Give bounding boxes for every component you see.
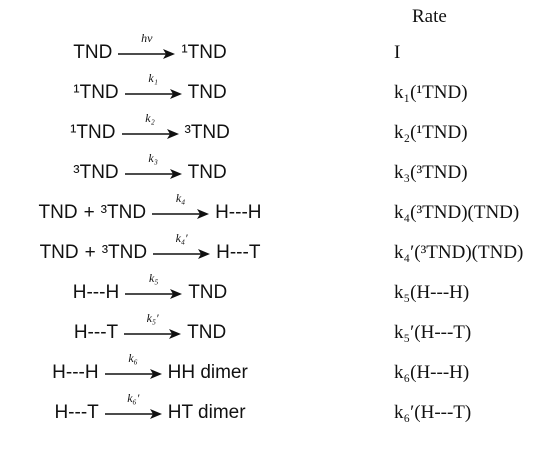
product: TND (188, 282, 228, 303)
plus-sign: + (84, 242, 96, 263)
plus-sign: + (83, 202, 95, 223)
reactant: ³TND (100, 202, 147, 223)
reaction-equation: H---H k₆ HH dimer (0, 351, 300, 384)
arrow-icon (104, 409, 162, 419)
reaction-row: TND+³TND k₄ H---H k₄(³TND)(TND) (0, 188, 545, 228)
reaction-arrow: k₃ (124, 151, 182, 180)
reactant: TND (73, 42, 113, 63)
rate-expression: k₆(H---H) (394, 362, 470, 383)
reaction-row: H---T k₅′ TND k₅′(H---T) (0, 308, 545, 348)
rate-expression: k₁(¹TND) (394, 82, 468, 103)
reactant: ³TND (73, 162, 119, 183)
rate-expression: k₆′(H---T) (394, 402, 472, 423)
reactant: H---H (72, 282, 120, 303)
product: ¹TND (181, 42, 227, 63)
product: HH dimer (167, 362, 248, 383)
reaction-equation: ¹TND k₁ TND (0, 71, 300, 104)
arrow-icon (124, 329, 182, 339)
reactant: ¹TND (73, 82, 119, 103)
rate-expression: k₄(³TND)(TND) (394, 202, 520, 223)
arrow-icon (153, 249, 211, 259)
reaction-equation: H---T k₅′ TND (0, 311, 300, 344)
rate-constant-label: k₄′ (175, 231, 188, 245)
rate-constant-label: k₆′ (127, 391, 140, 405)
reaction-arrow: k₅′ (124, 311, 182, 340)
arrow-icon (104, 369, 162, 379)
rate-constant-label: k₅ (148, 271, 159, 285)
reactant: TND (38, 202, 78, 223)
reaction-row: ¹TND k₂ ³TND k₂(¹TND) (0, 108, 545, 148)
reaction-row: ¹TND k₁ TND k₁(¹TND) (0, 68, 545, 108)
reaction-equation: H---T k₆′ HT dimer (0, 391, 300, 424)
reaction-equation: H---H k₅ TND (0, 271, 300, 304)
reactant: TND (39, 242, 79, 263)
reaction-arrow: k₅ (125, 271, 183, 300)
arrow-icon (125, 289, 183, 299)
rate-constant-label: k₄ (175, 191, 186, 205)
arrow-icon (124, 169, 182, 179)
reaction-arrow: k₄ (152, 191, 210, 220)
reactant: ¹TND (70, 122, 116, 143)
reaction-equation: TND hν ¹TND (0, 31, 300, 64)
rate-expression: k₅(H---H) (394, 282, 470, 303)
reaction-row: TND hν ¹TND I (0, 28, 545, 68)
reaction-equation: ³TND k₃ TND (0, 151, 300, 184)
reaction-equation: ¹TND k₂ ³TND (0, 111, 300, 144)
reaction-arrow: k₆′ (104, 391, 162, 420)
reaction-row: H---H k₆ HH dimer k₆(H---H) (0, 348, 545, 388)
reaction-row: H---T k₆′ HT dimer k₆′(H---T) (0, 388, 545, 428)
reaction-arrow: k₁ (124, 71, 182, 100)
arrow-icon (118, 49, 176, 59)
rate-constant-label: hν (141, 31, 153, 45)
product: HT dimer (167, 402, 246, 423)
reaction-arrow: k₂ (121, 111, 179, 140)
reaction-arrow: hν (118, 31, 176, 60)
rate-column-header: Rate (412, 6, 447, 27)
product: TND (187, 82, 227, 103)
rate-constant-label: k₁ (148, 71, 158, 85)
rate-constant-label: k₂ (145, 111, 155, 125)
reaction-row: ³TND k₃ TND k₃(³TND) (0, 148, 545, 188)
rate-expression: k₅′(H---T) (394, 322, 472, 343)
reactant: H---T (73, 322, 119, 343)
arrow-icon (152, 209, 210, 219)
reactant: H---T (54, 402, 99, 423)
product: TND (187, 162, 227, 183)
rate-expression: k₃(³TND) (394, 162, 468, 183)
reactant: ³TND (101, 242, 148, 263)
reaction-arrow: k₆ (104, 351, 162, 380)
arrow-icon (124, 89, 182, 99)
reactant: H---H (52, 362, 99, 383)
product: ³TND (184, 122, 230, 143)
rate-constant-label: k₅′ (146, 311, 159, 325)
product: TND (187, 322, 227, 343)
rate-expression: I (394, 42, 401, 63)
arrow-icon (121, 129, 179, 139)
reaction-arrow: k₄′ (153, 231, 211, 260)
reaction-row: H---H k₅ TND k₅(H---H) (0, 268, 545, 308)
rate-expression: k₂(¹TND) (394, 122, 468, 143)
rate-constant-label: k₆ (128, 351, 138, 365)
product: H---T (216, 242, 261, 263)
reaction-row: TND+³TND k₄′ H---T k₄′(³TND)(TND) (0, 228, 545, 268)
rate-constant-label: k₃ (148, 151, 158, 165)
reaction-equation: TND+³TND k₄′ H---T (0, 231, 300, 264)
product: H---H (215, 202, 262, 223)
rate-expression: k₄′(³TND)(TND) (394, 242, 524, 263)
reaction-equation: TND+³TND k₄ H---H (0, 191, 300, 224)
